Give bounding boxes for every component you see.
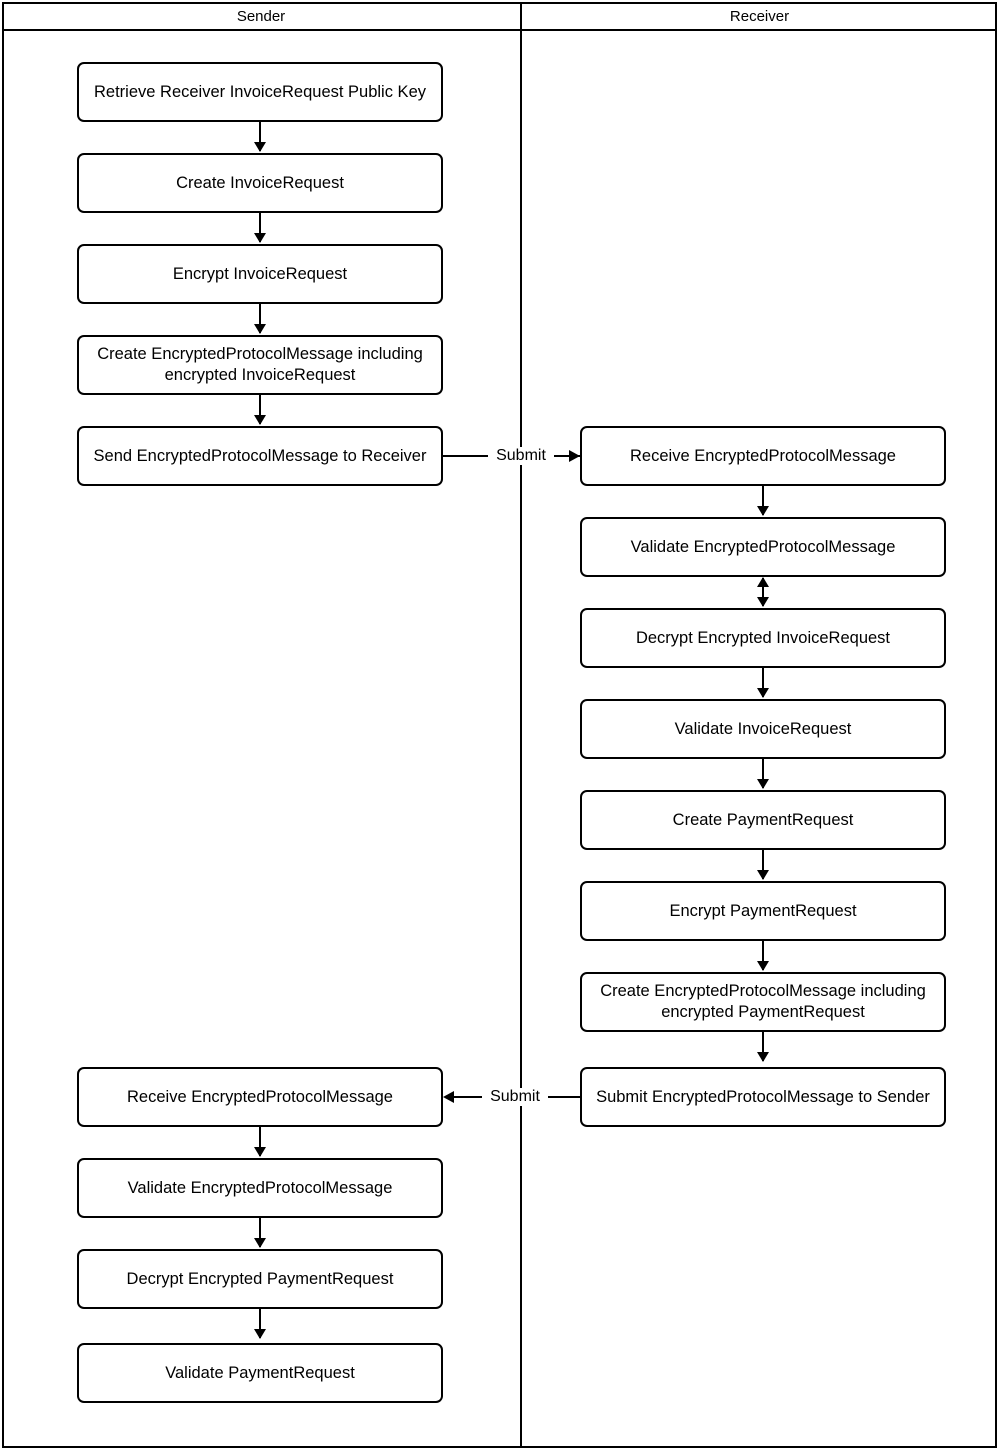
edge-submit-to-sender-arrowhead [443, 1091, 454, 1103]
arrow-s3-to-s4 [254, 304, 266, 334]
node-validate-invoicerequest[interactable]: Validate InvoiceRequest [580, 699, 946, 759]
node-create-paymentrequest[interactable]: Create PaymentRequest [580, 790, 946, 850]
arrow-s2-to-s3 [254, 213, 266, 243]
node-encrypt-invoicerequest[interactable]: Encrypt InvoiceRequest [77, 244, 443, 304]
node-decrypt-encrypted-invoicerequest[interactable]: Decrypt Encrypted InvoiceRequest [580, 608, 946, 668]
node-submit-epm-to-sender[interactable]: Submit EncryptedProtocolMessage to Sende… [580, 1067, 946, 1127]
swimlane-header-row [2, 2, 997, 31]
node-validate-epm-sender[interactable]: Validate EncryptedProtocolMessage [77, 1158, 443, 1218]
arrow-r3-to-r4 [757, 668, 769, 698]
node-create-epm-invoicerequest[interactable]: Create EncryptedProtocolMessage includin… [77, 335, 443, 395]
lane-title-sender: Sender [236, 8, 286, 25]
arrow-r5-to-r6 [757, 850, 769, 880]
node-validate-paymentrequest[interactable]: Validate PaymentRequest [77, 1343, 443, 1403]
edge-label-submit-to-receiver: Submit [488, 447, 554, 465]
arrow-s6-to-s7 [254, 1127, 266, 1157]
node-create-epm-paymentrequest[interactable]: Create EncryptedProtocolMessage includin… [580, 972, 946, 1032]
node-create-invoicerequest[interactable]: Create InvoiceRequest [77, 153, 443, 213]
node-receive-epm-receiver[interactable]: Receive EncryptedProtocolMessage [580, 426, 946, 486]
arrow-s1-to-s2 [254, 122, 266, 152]
node-encrypt-paymentrequest[interactable]: Encrypt PaymentRequest [580, 881, 946, 941]
node-retrieve-receiver-public-key[interactable]: Retrieve Receiver InvoiceRequest Public … [77, 62, 443, 122]
lane-title-receiver: Receiver [729, 8, 790, 25]
arrow-r4-to-r5 [757, 759, 769, 789]
node-validate-epm-receiver[interactable]: Validate EncryptedProtocolMessage [580, 517, 946, 577]
arrow-r1-to-r2 [757, 486, 769, 516]
edge-label-submit-to-sender: Submit [482, 1088, 548, 1106]
node-receive-epm-sender[interactable]: Receive EncryptedProtocolMessage [77, 1067, 443, 1127]
edge-submit-to-receiver-arrowhead [569, 450, 580, 462]
swimlane-divider [520, 2, 522, 1448]
arrow-s4-to-s5 [254, 395, 266, 425]
node-send-epm-to-receiver[interactable]: Send EncryptedProtocolMessage to Receive… [77, 426, 443, 486]
arrow-s8-to-s9 [254, 1309, 266, 1339]
arrow-r7-to-r8 [757, 1032, 769, 1062]
node-decrypt-encrypted-paymentrequest[interactable]: Decrypt Encrypted PaymentRequest [77, 1249, 443, 1309]
arrow-r2-r3-bidirectional [757, 577, 769, 607]
arrow-r6-to-r7 [757, 941, 769, 971]
arrow-s7-to-s8 [254, 1218, 266, 1248]
